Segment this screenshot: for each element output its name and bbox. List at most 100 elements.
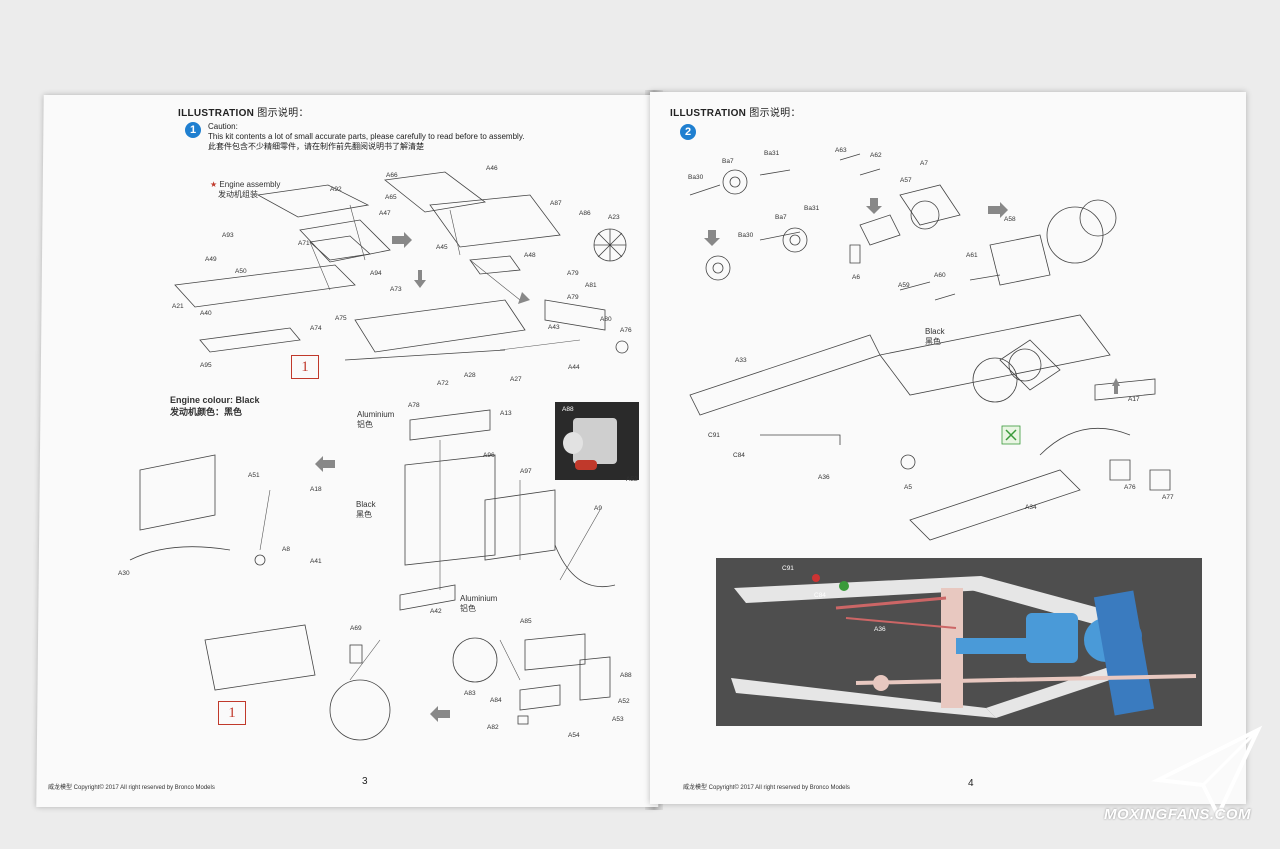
- part-number-label: A42: [430, 608, 442, 615]
- part-number-label: A77: [1162, 494, 1174, 501]
- caution-block: Caution: This kit contents a lot of smal…: [208, 122, 524, 152]
- header-cn: 图示说明：: [749, 108, 801, 119]
- part-number-label: A6: [852, 274, 860, 281]
- part-number-label: A30: [118, 570, 130, 577]
- part-number-label: A93: [222, 232, 234, 239]
- part-number-label: A5: [904, 484, 912, 491]
- part-number-label: A52: [618, 698, 630, 705]
- part-number-label: A62: [870, 152, 882, 159]
- part-number-label: A57: [900, 177, 912, 184]
- part-number-label: Ba31: [764, 150, 780, 157]
- step-number-badge: 2: [680, 124, 696, 140]
- part-number-label: A53: [612, 716, 624, 723]
- step-number-badge: 1: [185, 122, 201, 138]
- part-number-label: Ba7: [775, 214, 787, 221]
- part-number-label: A65: [385, 194, 397, 201]
- right-page-header: ILLUSTRATION 图示说明：: [670, 104, 801, 119]
- part-number-label: A7: [920, 160, 928, 167]
- part-number-label: A43: [548, 324, 560, 331]
- photo-label-c91: C91: [782, 565, 794, 572]
- part-number-label: A72: [437, 380, 449, 387]
- subassembly-ref-box: 1: [218, 701, 246, 725]
- part-number-label: A40: [200, 310, 212, 317]
- part-number-label: A41: [310, 558, 322, 565]
- part-number-label: A79: [567, 270, 579, 277]
- part-number-label: A66: [386, 172, 398, 179]
- part-number-label: A63: [835, 147, 847, 154]
- right-page-number: 4: [968, 778, 974, 789]
- photo-label-c84: C84: [814, 592, 826, 599]
- part-number-label: A82: [487, 724, 499, 731]
- part-number-label: A45: [436, 244, 448, 251]
- part-a88-photo-inset: [555, 402, 639, 480]
- part-number-label: A18: [310, 486, 322, 493]
- part-number-label: A88: [620, 672, 632, 679]
- part-number-label: A85: [520, 618, 532, 625]
- left-footer: 威龙模型 Copyright© 2017 All right reserved …: [48, 785, 215, 791]
- part-number-label: A51: [248, 472, 260, 479]
- part-number-label: A92: [330, 186, 342, 193]
- part-number-label: Ba30: [688, 174, 704, 181]
- part-number-label: A95: [200, 362, 212, 369]
- part-number-label: A86: [579, 210, 591, 217]
- part-number-label: A79: [567, 294, 579, 301]
- part-number-label: A17: [1128, 396, 1140, 403]
- left-page-number: 3: [362, 776, 368, 787]
- part-number-label: A83: [464, 690, 476, 697]
- part-number-label: A87: [550, 200, 562, 207]
- part-number-label: A97: [520, 468, 532, 475]
- subassembly-ref-box: 1: [291, 355, 319, 379]
- part-number-label: Ba30: [738, 232, 754, 239]
- header-en: ILLUSTRATION: [178, 108, 255, 119]
- part-number-label: A33: [735, 357, 747, 364]
- part-number-label: A48: [524, 252, 536, 259]
- part-number-label: A96: [483, 452, 495, 459]
- part-number-label: A46: [486, 165, 498, 172]
- part-number-label: A84: [490, 697, 502, 704]
- part-number-label: A73: [390, 286, 402, 293]
- part-number-label: A71: [298, 240, 310, 247]
- header-en: ILLUSTRATION: [670, 108, 747, 119]
- paper-plane-watermark-icon: [1151, 725, 1263, 820]
- part-number-label: A81: [585, 282, 597, 289]
- part-number-label: A60: [934, 272, 946, 279]
- part-number-label: C91: [708, 432, 720, 439]
- watermark-text: MOXINGFANS.COM: [1104, 806, 1252, 823]
- part-number-label: A13: [500, 410, 512, 417]
- part-number-label: A49: [205, 256, 217, 263]
- part-number-label: A27: [510, 376, 522, 383]
- chassis-render-photo: C91 C84 A36: [716, 558, 1202, 726]
- part-number-label: A69: [350, 625, 362, 632]
- part-number-label: A88: [562, 406, 574, 413]
- caution-title: Caution:: [208, 122, 238, 131]
- photo-label-a36: A36: [874, 626, 886, 633]
- part-number-label: Ba7: [722, 158, 734, 165]
- part-number-label: A80: [600, 316, 612, 323]
- part-number-label: A34: [1025, 504, 1037, 511]
- part-number-label: A58: [1004, 216, 1016, 223]
- caution-text: This kit contents a lot of small accurat…: [208, 132, 525, 141]
- part-number-label: A74: [310, 325, 322, 332]
- left-page-header: ILLUSTRATION 图示说明：: [178, 104, 309, 119]
- part-number-label: A94: [370, 270, 382, 277]
- part-number-label: A78: [408, 402, 420, 409]
- part-number-label: A44: [568, 364, 580, 371]
- caution-text-cn: 此套件包含不少精细零件，请在制作前先翻阅说明书了解清楚: [208, 142, 424, 151]
- part-number-label: A76: [1124, 484, 1136, 491]
- part-number-label: A21: [172, 303, 184, 310]
- part-number-label: A75: [335, 315, 347, 322]
- part-number-label: A28: [464, 372, 476, 379]
- part-number-label: A59: [898, 282, 910, 289]
- part-number-label: A52: [626, 476, 638, 483]
- part-number-label: A9: [594, 505, 602, 512]
- part-number-label: A47: [379, 210, 391, 217]
- part-number-label: A36: [818, 474, 830, 481]
- engine-colour-label: Engine colour: Black 发动机颜色：黑色: [170, 395, 260, 417]
- part-number-label: A54: [568, 732, 580, 739]
